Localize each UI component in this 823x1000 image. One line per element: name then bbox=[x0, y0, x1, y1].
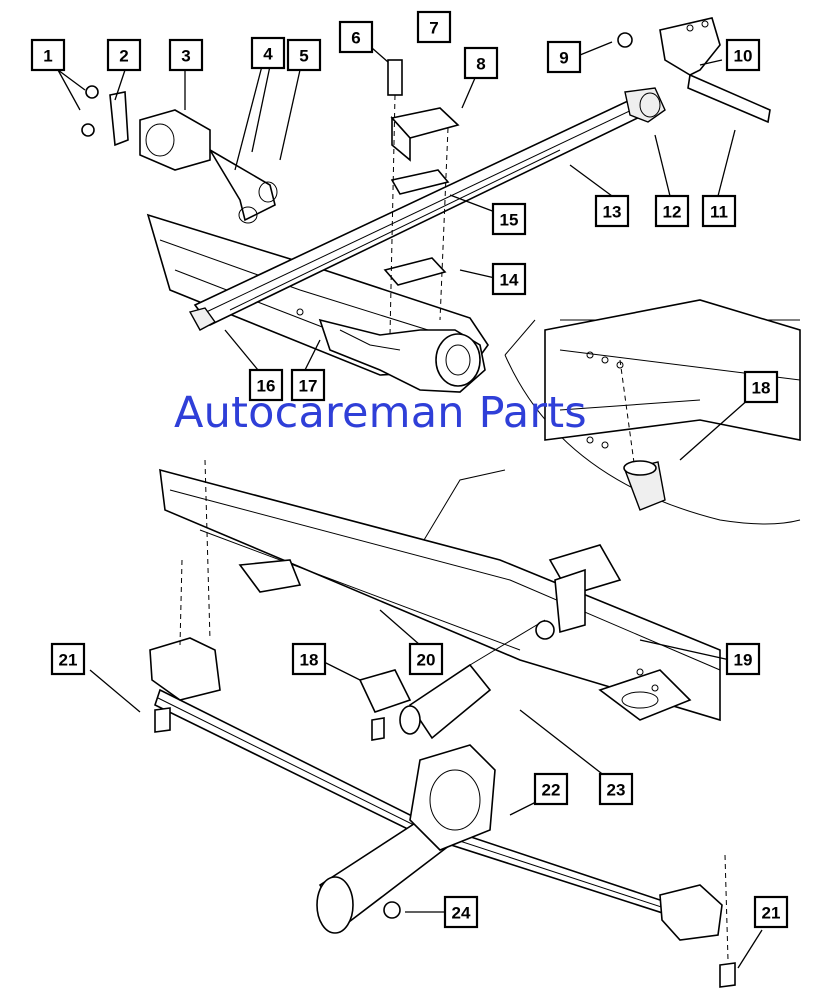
callout-22: 22 bbox=[533, 772, 569, 806]
callout-10: 10 bbox=[725, 38, 761, 72]
callout-label: 15 bbox=[500, 211, 519, 230]
callout-label: 9 bbox=[559, 49, 568, 68]
callout-15: 15 bbox=[491, 202, 527, 236]
callout-label: 24 bbox=[452, 904, 471, 923]
lower-frame bbox=[159, 468, 721, 722]
callout-21: 21 bbox=[753, 895, 789, 929]
spring-shackle-assembly bbox=[81, 85, 278, 224]
callout-12: 12 bbox=[654, 194, 690, 228]
callout-1: 1 bbox=[30, 38, 66, 72]
callout-label: 20 bbox=[417, 651, 436, 670]
callout-label: 1 bbox=[43, 47, 52, 66]
callout-label: 17 bbox=[299, 377, 318, 396]
callout-label: 7 bbox=[429, 19, 438, 38]
callout-label: 18 bbox=[300, 651, 319, 670]
callout-19: 19 bbox=[725, 642, 761, 676]
callout-13: 13 bbox=[594, 194, 630, 228]
callout-label: 3 bbox=[181, 47, 190, 66]
callout-18: 18 bbox=[743, 370, 779, 404]
callout-16: 16 bbox=[248, 368, 284, 402]
callout-label: 16 bbox=[257, 377, 276, 396]
callout-17: 17 bbox=[290, 368, 326, 402]
callout-6: 6 bbox=[338, 20, 374, 54]
callout-3: 3 bbox=[168, 38, 204, 72]
callout-4: 4 bbox=[250, 36, 286, 70]
callout-label: 13 bbox=[603, 203, 622, 222]
callout-11: 11 bbox=[701, 194, 737, 228]
front-brackets bbox=[149, 459, 736, 988]
callout-label: 18 bbox=[752, 379, 771, 398]
callout-label: 23 bbox=[607, 781, 626, 800]
callout-5: 5 bbox=[286, 38, 322, 72]
callout-label: 22 bbox=[542, 781, 561, 800]
rear-axle-housing bbox=[318, 318, 486, 393]
shock-absorber bbox=[399, 619, 555, 740]
callout-20: 20 bbox=[408, 642, 444, 676]
u-bolt-clamp-parts bbox=[383, 59, 460, 336]
callout-label: 11 bbox=[710, 203, 728, 222]
leader-lines bbox=[57, 41, 763, 969]
callout-label: 21 bbox=[59, 651, 78, 670]
watermark-text: Autocareman Parts bbox=[174, 388, 587, 438]
callout-18: 18 bbox=[291, 642, 327, 676]
callout-label: 14 bbox=[500, 271, 519, 290]
spring-hanger-bracket bbox=[617, 17, 771, 124]
callout-label: 2 bbox=[119, 47, 128, 66]
callout-label: 12 bbox=[663, 203, 682, 222]
callout-14: 14 bbox=[491, 262, 527, 296]
callout-21: 21 bbox=[50, 642, 86, 676]
callout-label: 19 bbox=[734, 651, 753, 670]
callout-9: 9 bbox=[546, 40, 582, 74]
callout-23: 23 bbox=[598, 772, 634, 806]
callout-label: 6 bbox=[351, 29, 360, 48]
callout-24: 24 bbox=[443, 895, 479, 929]
callout-label: 5 bbox=[299, 47, 308, 66]
callout-label: 21 bbox=[762, 904, 781, 923]
front-axle bbox=[316, 744, 496, 934]
callout-label: 4 bbox=[263, 45, 273, 64]
callout-label: 10 bbox=[734, 47, 753, 66]
callout-label: 8 bbox=[476, 55, 485, 74]
detail-circle bbox=[417, 299, 801, 551]
callout-2: 2 bbox=[106, 38, 142, 72]
leaf-spring bbox=[188, 87, 666, 331]
callout-8: 8 bbox=[463, 46, 499, 80]
callout-7: 7 bbox=[416, 10, 452, 44]
